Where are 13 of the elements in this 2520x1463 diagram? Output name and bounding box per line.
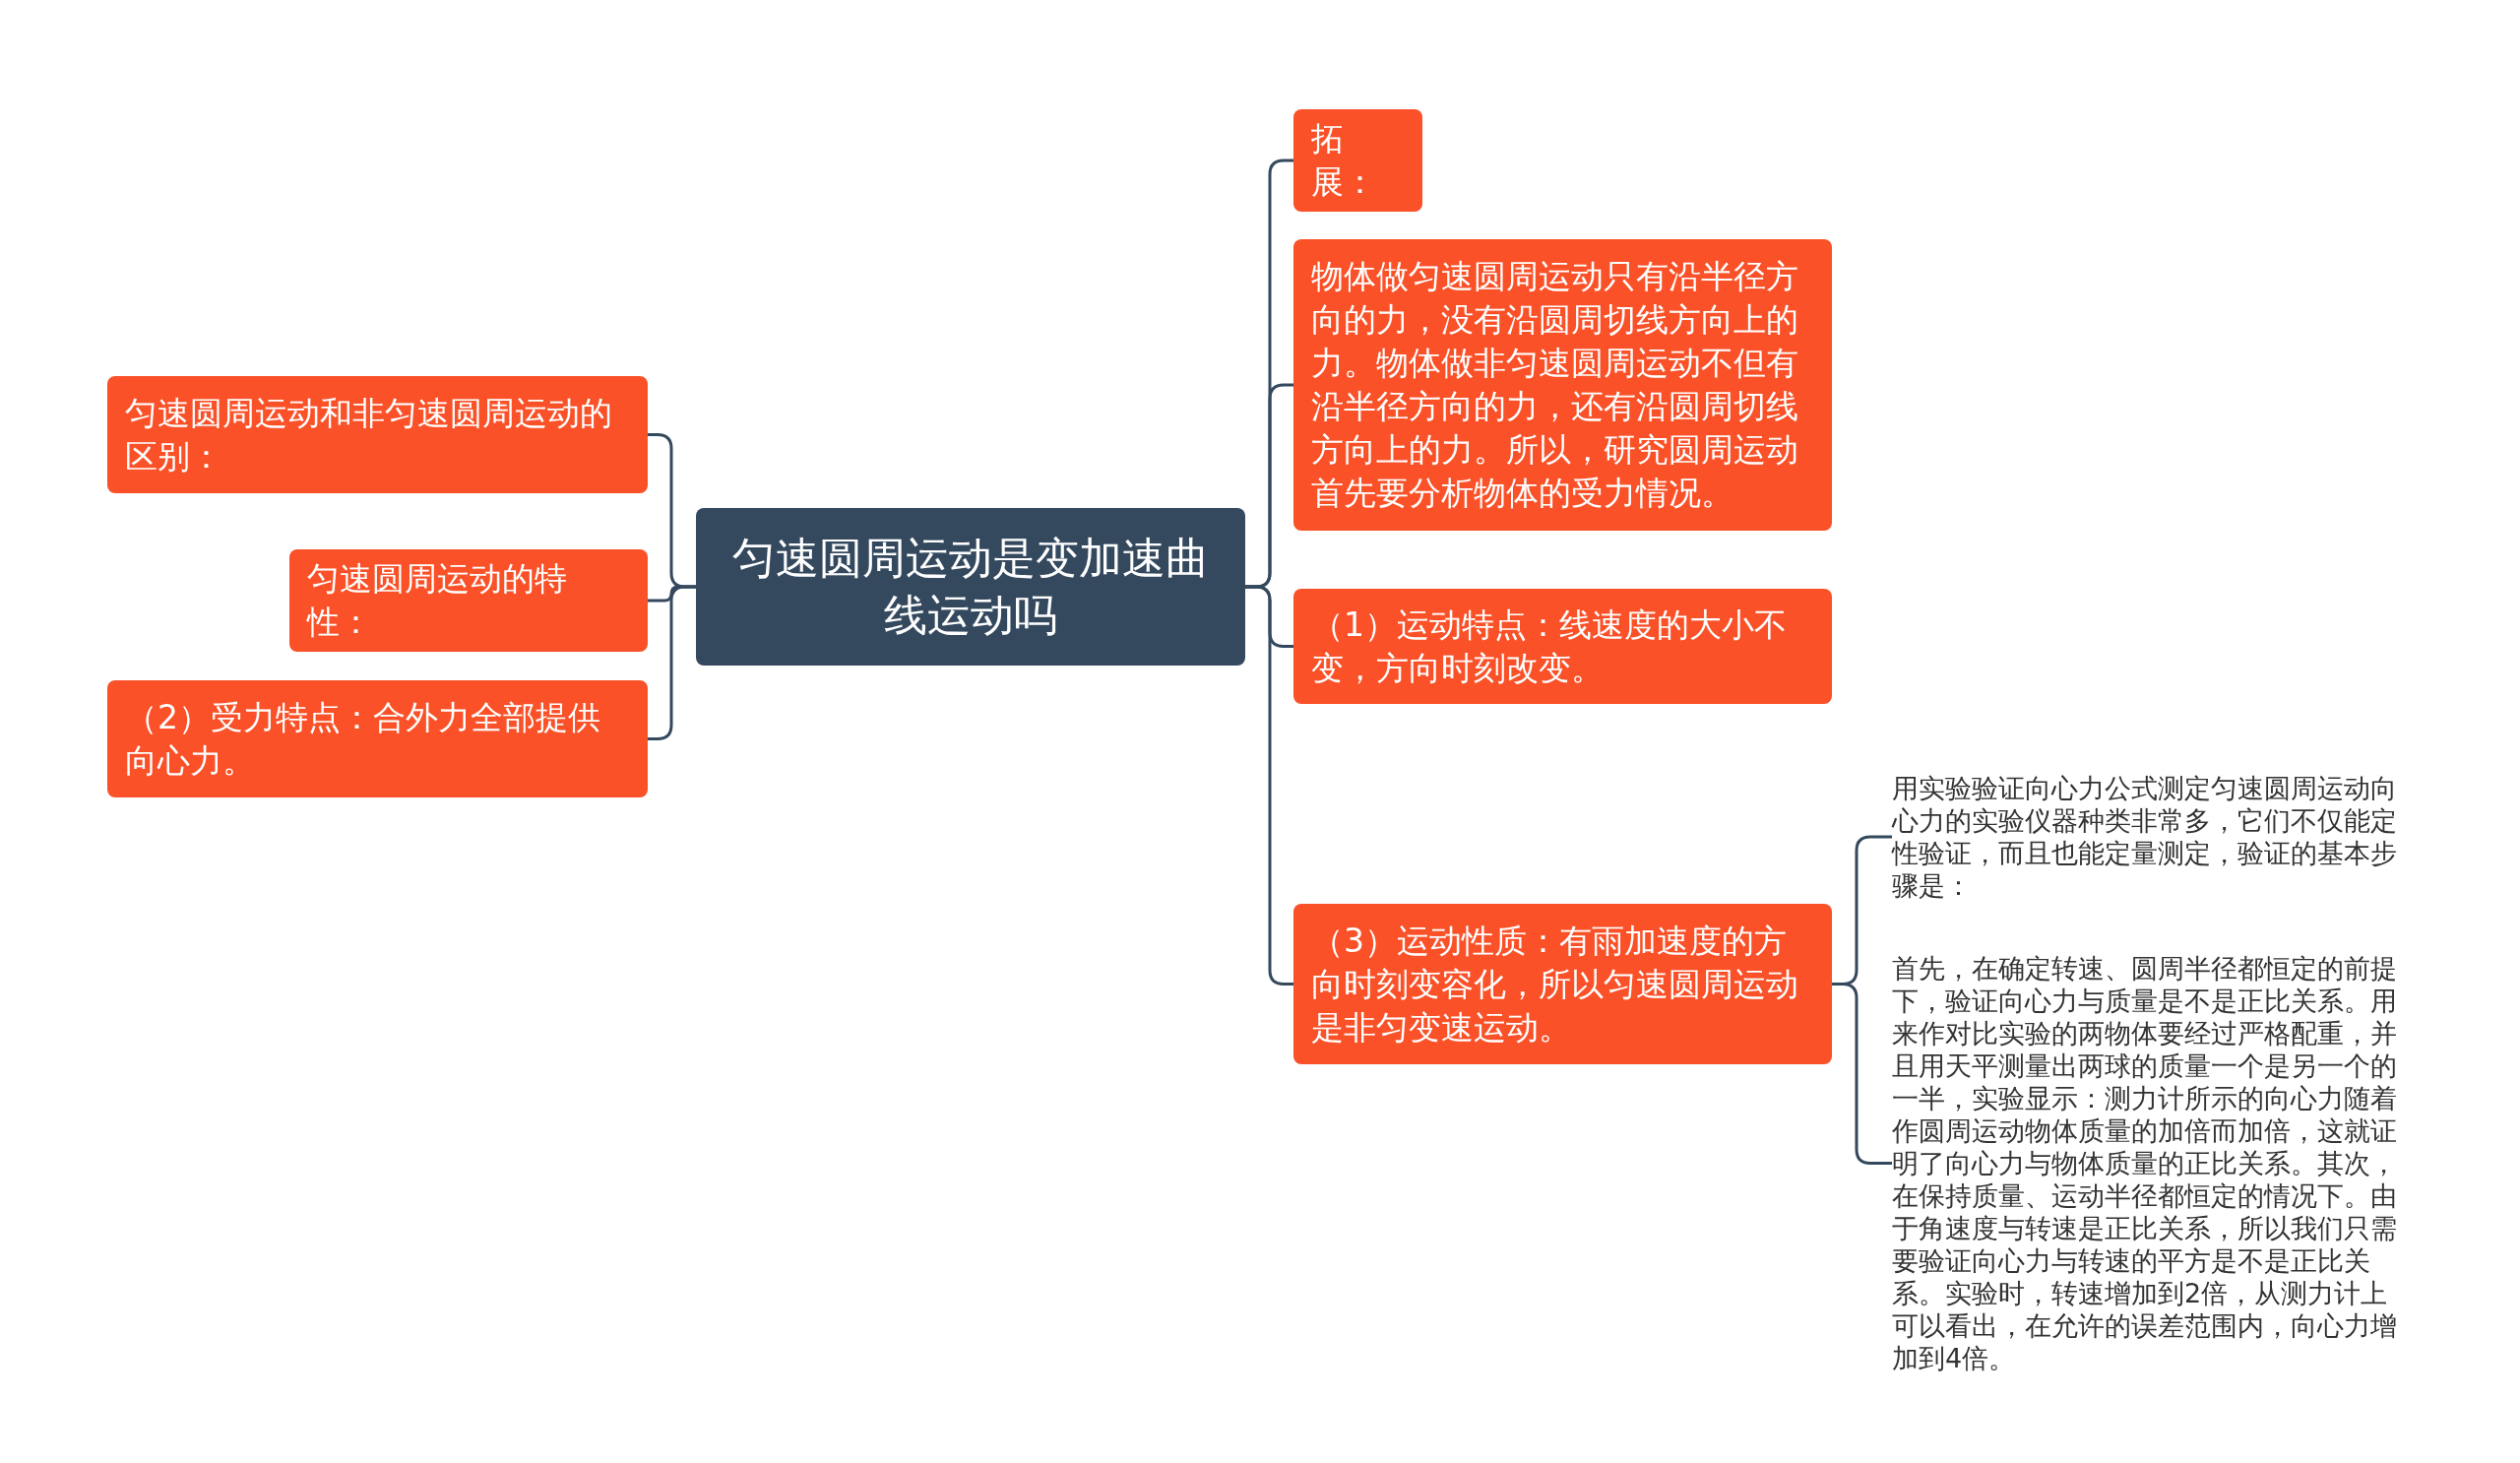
topic-box: （3）运动性质：有雨加速度的方向时刻变容化，所以匀速圆周运动是非匀变速运动。	[1293, 904, 1832, 1064]
topic-box: （1）运动特点：线速度的大小不变，方向时刻改变。	[1293, 589, 1832, 704]
topic-box: 物体做匀速圆周运动只有沿半径方向的力，没有沿圆周切线方向上的力。物体做非匀速圆周运动不但有沿半径方向的力，还有沿圆周切线方向上的力。所以，研究圆周运动首先要分析物体的受力情况。	[1293, 239, 1832, 531]
central-topic-box: 匀速圆周运动是变加速曲线运动吗	[696, 508, 1245, 666]
connector-line	[648, 585, 696, 740]
connector-line	[1245, 585, 1293, 986]
topic-box: 匀速圆周运动的特性：	[289, 549, 648, 652]
topic-box: 匀速圆周运动和非匀速圆周运动的区别：	[107, 376, 648, 493]
connector-line	[1832, 983, 1892, 1165]
note-text: 首先，在确定转速、圆周半径都恒定的前提下，验证向心力与质量是不是正比关系。用来作对比实验的两物体要经过严格配重，并且用天平测量出两球的质量一个是另一个的一半，实验显示：测力计所示的向心力随着作圆周运动物体质量的加倍而加倍，这就证明了向心力与物体质量的正比关系。其次，在保持质量、运动半径都恒定的情况下。由于角速度与转速是正比关系，所以我们只需要验证向心力与转速的平方是不是正比关系。实验时，转速增加到2倍，从测力计上可以看出，在允许的误差范围内，向心力增加到4倍。	[1892, 952, 2408, 1374]
topic-box: 拓展：	[1293, 109, 1422, 212]
note-text: 用实验验证向心力公式测定匀速圆周运动向心力的实验仪器种类非常多，它们不仅能定性验证，而且也能定量测定，验证的基本步骤是：	[1892, 772, 2408, 902]
topic-box: （2）受力特点：合外力全部提供向心力。	[107, 680, 648, 797]
